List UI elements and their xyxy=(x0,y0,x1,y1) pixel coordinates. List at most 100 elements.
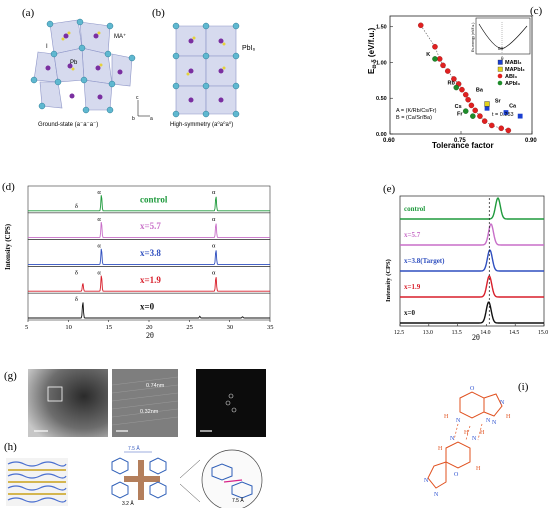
i-label: I xyxy=(46,44,48,50)
d-series-label: x=1.9 xyxy=(140,275,161,285)
pb-atoms xyxy=(30,18,136,114)
c-point-red xyxy=(436,56,443,62)
c-point-label: Rb xyxy=(448,81,456,87)
e-xtick-label: 14.0 xyxy=(480,330,490,336)
c-point-red xyxy=(477,113,483,119)
e-series-label: x=5.7 xyxy=(404,231,421,239)
svg-text:N: N xyxy=(456,418,461,424)
svg-text:H: H xyxy=(476,466,481,472)
c-inset-annotation: 88 xyxy=(498,46,504,51)
c-point-green xyxy=(453,84,460,91)
panel-d-label: (d) xyxy=(2,181,15,193)
svg-text:N: N xyxy=(486,418,491,424)
xrd-zoom-chart: (e) controlx=5.7x=3.8(Target)x=1.9x=012.… xyxy=(383,183,548,342)
panel-b-structure: (b) PbI₆ High-symmetry (a⁰a⁰a⁰) xyxy=(152,7,256,128)
c-ytick-label: 0.00 xyxy=(376,132,387,138)
c-point-label: Ca xyxy=(509,103,517,109)
e-xtick-label: 14.5 xyxy=(509,330,519,336)
c-ytick-label: 0.50 xyxy=(376,96,387,102)
fft-image xyxy=(196,369,266,437)
stacked-unit: 7.5 Å 3.2 Å xyxy=(111,445,167,507)
c-legend-label: ABI₃ xyxy=(505,74,517,80)
c-point-red xyxy=(418,22,424,29)
e-series-label: control xyxy=(404,205,425,213)
c-point-red xyxy=(462,91,469,98)
panel-a-caption: Ground-state (a⁻a⁻a⁻) xyxy=(38,122,98,128)
d-delta-marker: δ xyxy=(75,296,78,303)
hydrogen-bonds xyxy=(453,423,483,441)
c-point-red xyxy=(498,125,504,132)
pbi6-label: PbI₆ xyxy=(242,45,256,52)
c-point-label: Cs xyxy=(455,104,462,110)
d-series-line xyxy=(28,275,270,292)
e-series-line xyxy=(400,249,544,272)
d-delta-marker: δ xyxy=(75,269,78,276)
c-point-green xyxy=(432,56,438,62)
e-xlabel: 2θ xyxy=(472,333,480,342)
c-legend-marker xyxy=(497,73,503,79)
e-series-label: x=3.8(Target) xyxy=(404,257,445,265)
e-series-label: x=0 xyxy=(404,309,415,317)
c-xlabel: Tolerance factor xyxy=(432,141,494,150)
d-series-line xyxy=(28,195,270,212)
zoom-line-top xyxy=(179,459,201,479)
e-xtick-label: 13.0 xyxy=(423,330,433,336)
d-ylabel: Intensity (CPS) xyxy=(4,223,12,270)
c-point-label: K xyxy=(426,52,430,58)
panel-h-label: (h) xyxy=(4,441,17,453)
c-point-blue xyxy=(517,113,523,119)
c-point-red xyxy=(472,107,478,114)
c-xtick-label: 0.75 xyxy=(454,138,466,144)
c-point-blue xyxy=(503,110,509,115)
ma-label: MA⁺ xyxy=(114,33,126,40)
ma-cations xyxy=(45,31,123,100)
svg-text:N: N xyxy=(450,436,455,442)
c-point-green xyxy=(470,113,476,119)
c-annotation-b: B = (Ca/Sr/Ba) xyxy=(396,115,432,121)
svg-text:N: N xyxy=(500,400,505,406)
c-inset-xlabel: θ xyxy=(501,56,504,61)
c-xtick-label: 0.90 xyxy=(525,138,537,144)
panel-b-figure: (b) PbI₆ High-symmetry (a⁰a⁰a⁰) xyxy=(150,2,270,130)
tem-selection-box xyxy=(47,386,63,402)
c-legend-label: MABI₃ xyxy=(505,60,522,66)
c-legend-label: APbI₃ xyxy=(505,81,521,87)
c-point-red xyxy=(468,102,475,109)
molecular-structures: (h) 7.5 Å xyxy=(4,441,263,511)
panel-b-caption: High-symmetry (a⁰a⁰a⁰) xyxy=(170,121,233,128)
svg-text:O: O xyxy=(470,386,475,392)
e-xtick-label: 15.0 xyxy=(538,330,548,336)
svg-text:N: N xyxy=(472,436,477,442)
d-series-label: x=0 xyxy=(140,302,155,312)
svg-text:H: H xyxy=(480,430,485,436)
d-xtick-label: 20 xyxy=(146,324,153,331)
lattice-fringes xyxy=(111,376,179,426)
symmetric-pb-atoms xyxy=(172,22,240,118)
c-point-red xyxy=(444,68,451,74)
c-annotation-t: t = 0.253 xyxy=(492,112,514,118)
svg-text:N: N xyxy=(492,420,497,426)
d-xtick-label: 10 xyxy=(65,324,72,331)
panel-a-figure: (a) MA⁺ Pb I Ground-s xyxy=(20,2,140,130)
panel-e-label: (e) xyxy=(383,183,396,195)
d-alpha-marker: α xyxy=(212,243,216,250)
c-point-blue xyxy=(484,105,490,111)
c-point-label: Sr xyxy=(495,98,502,104)
svg-text:H: H xyxy=(464,430,469,436)
panel-h-figure: (h) 7.5 Å xyxy=(0,440,300,511)
panel-g-label: (g) xyxy=(4,370,17,382)
svg-text:H: H xyxy=(444,414,449,420)
d-series-label: x=5.7 xyxy=(140,221,161,231)
e-series-line xyxy=(400,222,544,246)
hrtem-distance-1: 0.74nm xyxy=(146,383,165,389)
svg-text:N: N xyxy=(424,478,429,484)
c-legend-marker xyxy=(497,66,503,72)
tem-image xyxy=(28,369,108,437)
fft-spots xyxy=(225,393,237,413)
